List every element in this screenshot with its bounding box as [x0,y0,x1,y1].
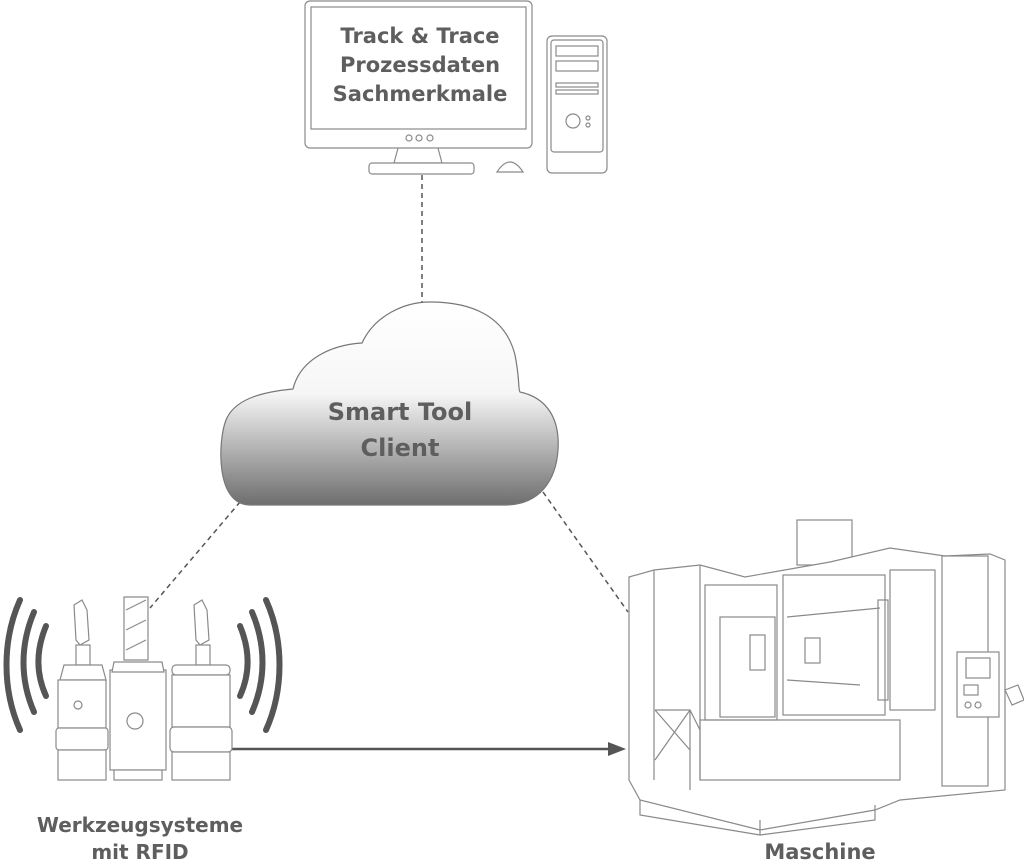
machine-label: Maschine [764,840,876,864]
connector-tools-machine-arrow [228,742,626,756]
cloud-shape [220,301,559,506]
connector-cloud-machine [542,491,629,613]
tools-label: Werkzeugsysteme mit RFID [20,812,260,866]
rfid-signal-right-icon [237,597,283,733]
screen-line-sachmerkmale: Sachmerkmale [332,82,508,106]
screen-line-track-trace: Track & Trace [340,24,500,48]
tools-label-line-2: mit RFID [91,840,189,864]
cloud-label-line-2: Client [360,434,440,462]
screen-line-prozessdaten: Prozessdaten [339,53,501,77]
connector-cloud-tools [149,494,247,609]
cloud-label: Smart Tool Client [300,394,500,466]
mouse-icon [495,161,525,173]
monitor-icon [304,0,533,175]
tools-label-line-1: Werkzeugsysteme [36,813,244,837]
machine-icon [628,519,1024,836]
tool-holder-right-icon [169,599,233,781]
rfid-signal-left-icon [3,597,49,733]
monitor-screen-text: Track & Trace Prozessdaten Sachmerkmale [310,22,530,109]
tool-holder-middle-icon [109,596,167,781]
cloud-label-line-1: Smart Tool [327,398,473,426]
computer-tower-icon [546,35,608,174]
tool-holder-left-icon [55,599,109,781]
